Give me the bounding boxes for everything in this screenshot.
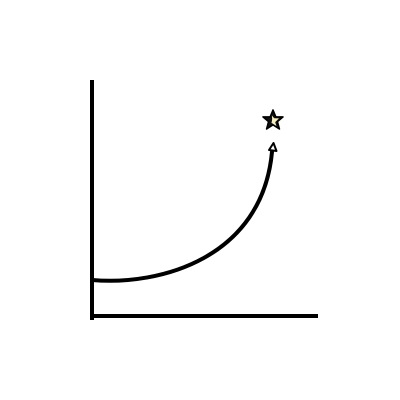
axis-lines	[90, 80, 318, 320]
star-highlight	[271, 115, 279, 126]
star-icon	[262, 109, 284, 130]
growth-curve	[90, 150, 274, 283]
arrowhead-icon	[268, 142, 278, 152]
